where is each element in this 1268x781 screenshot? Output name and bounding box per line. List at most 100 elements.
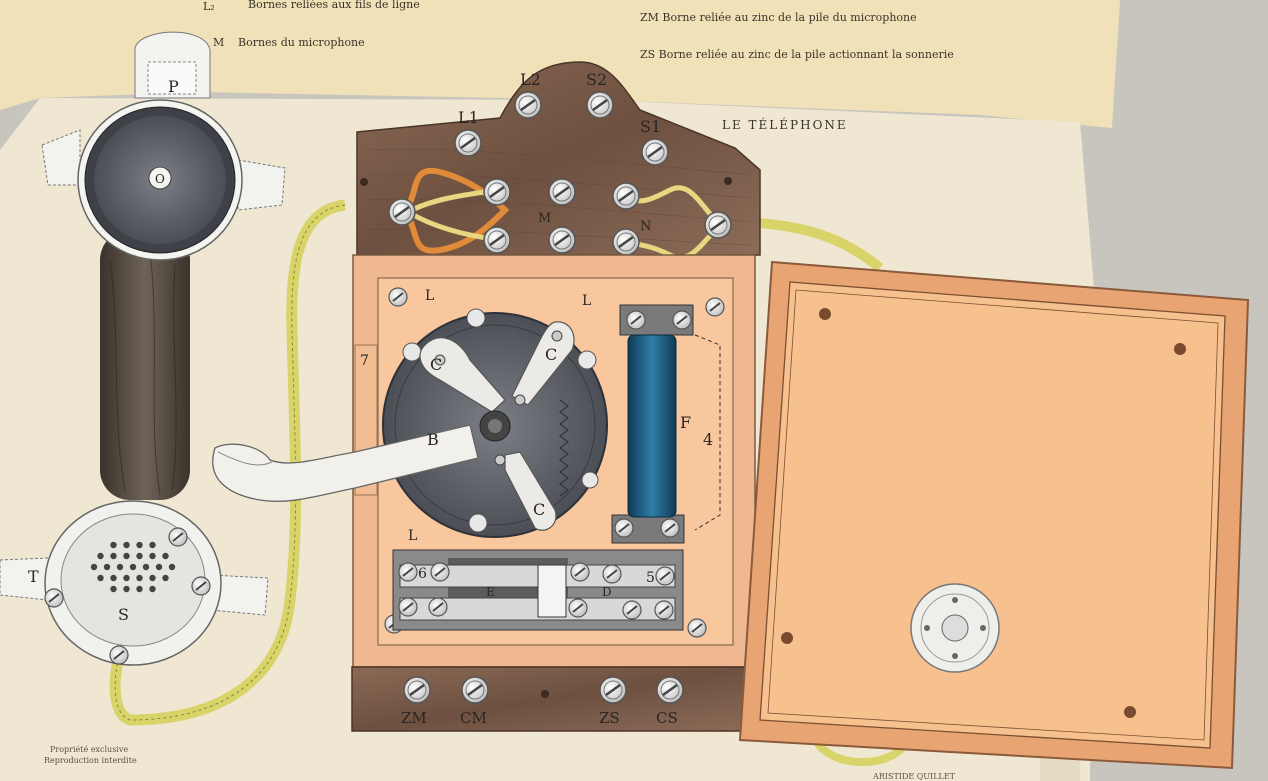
cord-right [744, 217, 884, 272]
bell-center-pin [488, 419, 502, 433]
footer-publisher: ARISTIDE QUILLET [872, 772, 956, 781]
terminal-l1 [453, 128, 483, 158]
mouthpiece-hole [110, 541, 117, 549]
mouthpiece-hole [123, 552, 130, 560]
label-l-top-left: L [425, 288, 434, 304]
label-zs: ZS [599, 709, 620, 727]
terminal-n-1 [611, 181, 641, 211]
bell-disk-ring [394, 324, 596, 526]
legend-key-m: M [213, 36, 224, 49]
board-hole [360, 178, 368, 186]
legend-text-l2: Bornes reliées aux fils de ligne [248, 0, 420, 11]
switch-screw [602, 564, 622, 584]
terminal-zs [598, 675, 628, 705]
terminal-m-3 [482, 225, 512, 255]
mouthpiece-hole [97, 552, 104, 560]
label-l2: L2 [520, 70, 541, 89]
label-c-left: C [430, 355, 442, 374]
label-p: P [168, 77, 179, 96]
label-four: 4 [703, 430, 713, 449]
label-d: D [602, 585, 612, 599]
mouthpiece-hole [110, 574, 117, 582]
mouthpiece-hole [162, 574, 169, 582]
door-bell-button [910, 583, 1000, 673]
mouthpiece-hole [149, 552, 156, 560]
mouthpiece-strap-left [0, 557, 49, 601]
coil-screw [672, 310, 692, 330]
coil-screw [614, 518, 634, 538]
mouthpiece-hole [136, 552, 143, 560]
mouthpiece-hole [149, 585, 156, 593]
legend-left: L₂ Bornes reliées aux fils de ligne M Bo… [203, 0, 420, 49]
mouthpiece-hole [123, 585, 130, 593]
cord-left-edge [114, 204, 346, 721]
mouthpiece-hole [90, 563, 98, 571]
footer-line-1: Propriété exclusive [50, 745, 128, 754]
switch-screw [654, 600, 674, 620]
coil-screw [660, 518, 680, 538]
switch-screw [568, 598, 588, 618]
switch-screw [398, 597, 418, 617]
page-heading: LE TÉLÉPHONE [722, 117, 848, 132]
switch-screw [430, 562, 450, 582]
terminal-m-4 [547, 225, 577, 255]
bell-disk-bolts [402, 308, 599, 533]
mouthpiece-hole [168, 563, 176, 571]
terminal-l2 [513, 90, 543, 120]
mouthpiece-hole [149, 541, 156, 549]
label-m: M [538, 211, 551, 226]
label-five: 5 [646, 570, 655, 586]
terminal-cs [655, 675, 685, 705]
label-n: N [640, 219, 651, 234]
mouthpiece-hole [136, 574, 143, 582]
panel-screw [705, 297, 725, 317]
terminal-m-2 [547, 177, 577, 207]
switch-slider [537, 564, 567, 618]
legend-right: ZM Borne reliée au zinc de la pile du mi… [640, 11, 954, 61]
contact-arm-bottom [504, 451, 557, 531]
mouthpiece-screw [44, 588, 64, 608]
cover-door-inner [759, 281, 1226, 749]
mouthpiece-hole [123, 541, 130, 549]
coil [627, 334, 677, 518]
mouthpiece-screw [168, 527, 188, 547]
terminal-zm [402, 675, 432, 705]
mouthpiece-screw [109, 645, 129, 665]
label-zm: ZM [401, 709, 427, 727]
coil-screw [626, 310, 646, 330]
terminal-n-2 [611, 227, 641, 257]
label-l-bottom: L [408, 528, 417, 544]
label-l-top-right: L [582, 293, 591, 309]
legend-zm: ZM Borne reliée au zinc de la pile du mi… [640, 11, 917, 24]
label-c-right: C [545, 345, 557, 364]
door-screw [1174, 343, 1186, 355]
mouthpiece-hole [162, 552, 169, 560]
wood-top-board [356, 61, 761, 256]
panel-screw [388, 287, 408, 307]
switch-screw [622, 600, 642, 620]
terminal-cm [460, 675, 490, 705]
switch-screw [655, 566, 675, 586]
mouthpiece-hole [103, 563, 111, 571]
terminal-s2 [585, 90, 615, 120]
label-s1: S1 [640, 117, 661, 136]
board-hole [724, 177, 732, 185]
label-cs: CS [656, 709, 678, 727]
label-b: B [427, 430, 439, 449]
switch-screw [570, 562, 590, 582]
cover-door-line [767, 289, 1219, 741]
handle-grain [109, 249, 177, 496]
mouthpiece-hole [136, 541, 143, 549]
mouthpiece-screw [191, 576, 211, 596]
label-o: O [155, 172, 165, 186]
switch-screw [398, 562, 418, 582]
mouthpiece-hole [116, 563, 124, 571]
mouthpiece-hole [97, 574, 104, 582]
receiver-tab-inner [147, 61, 197, 95]
terminal-cord-right [703, 210, 733, 240]
mouthpiece-hole [110, 585, 117, 593]
mouthpiece-hole [129, 563, 137, 571]
footer-line-2: Reproduction interdite [44, 756, 137, 765]
door-screw [1124, 706, 1136, 718]
mouthpiece-hole [155, 563, 163, 571]
